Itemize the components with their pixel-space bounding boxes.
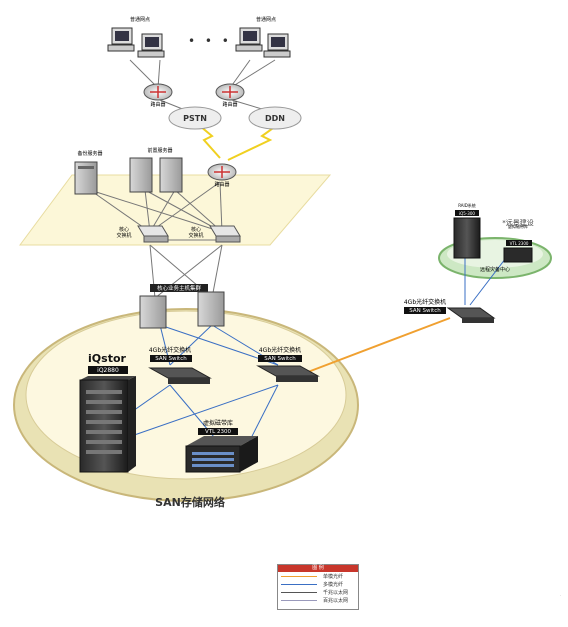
legend-line-swatch <box>281 583 317 585</box>
router-icon <box>215 83 245 101</box>
backup-server-label: 备份服务器 <box>77 150 102 157</box>
fc-switch-left-en: SAN Switch <box>155 356 187 362</box>
iqstor-label: iQstor <box>88 352 126 365</box>
frontend-server-label: 前置服务器 <box>147 147 172 154</box>
remote-fc-switch-cn: 4Gb光纤交换机 <box>404 298 446 306</box>
router-label-center: 路由器 <box>214 181 229 188</box>
backup-server-icon <box>74 161 98 195</box>
vtl-label-en: VTL 2300 <box>205 429 231 435</box>
legend-line-swatch <box>281 591 317 593</box>
vtl-label-cn: 虚拟磁带库 <box>203 419 233 427</box>
remote-raid-icon <box>453 217 481 259</box>
router-icon <box>207 163 237 181</box>
remote-raid-model: iQ5-300 <box>459 211 475 216</box>
ddn-cloud-icon <box>248 106 302 130</box>
client-computers-left <box>107 27 165 58</box>
router-label-right: 路由器 <box>222 101 237 108</box>
legend-item: 百兆以太网 <box>278 596 358 604</box>
core-switch-label-left: 核心交换机 <box>116 226 131 239</box>
ellipsis: • • • <box>188 34 232 48</box>
legend-item-label: 单模光纤 <box>323 573 344 580</box>
ddn-label: DDN <box>265 114 285 123</box>
remote-fc-switch-icon <box>446 307 496 323</box>
legend-item: 千兆以太网 <box>278 588 358 596</box>
connections <box>89 59 513 451</box>
router-label-left: 路由器 <box>150 101 165 108</box>
legend-item: 多模光纤 <box>278 580 358 588</box>
legend-line-swatch <box>281 599 317 601</box>
core-switch-label-right: 核心交换机 <box>188 226 203 239</box>
legend-rows: 单模光纤多模光纤千兆以太网百兆以太网 <box>278 572 358 604</box>
host-server-icon <box>139 291 225 329</box>
pstn-label: PSTN <box>183 114 207 123</box>
router-icon <box>143 83 173 101</box>
client-label-right: 普通网点 <box>256 16 276 23</box>
fc-switch-right-icon <box>256 365 320 382</box>
fc-switch-right-en: SAN Switch <box>264 356 296 362</box>
iqstor-model: iQ2880 <box>97 367 119 374</box>
legend-item-label: 千兆以太网 <box>323 589 349 596</box>
fc-switch-left-cn: 4Gb光纤交换机 <box>149 346 191 354</box>
vtl-tape-library-icon <box>185 436 258 473</box>
remote-fc-switch-en: SAN Switch <box>409 308 441 314</box>
legend: 图 例 单模光纤多模光纤千兆以太网百兆以太网 <box>277 564 359 610</box>
remote-vtl-icon <box>503 247 533 263</box>
remote-plan-label: *远景建设 <box>502 218 534 227</box>
san-network-label: SAN存储网络 <box>155 495 225 509</box>
remote-vtl-label: 虚拟磁带库 <box>508 223 528 229</box>
remote-center-label: 远程灾备中心 <box>480 266 510 273</box>
client-label-left: 普通网点 <box>130 16 150 23</box>
legend-item-label: 多模光纤 <box>323 581 344 588</box>
remote-vtl-model: VTL 2300 <box>510 241 529 246</box>
corner-dot: . <box>560 592 561 597</box>
remote-raid-label: RAID系统 <box>458 202 476 208</box>
host-cluster-label: 核心业务主机集群 <box>157 284 202 292</box>
frontend-server-icon <box>129 157 183 193</box>
client-computers-right <box>235 27 291 58</box>
pstn-cloud-icon <box>168 106 222 130</box>
legend-title: 图 例 <box>278 565 358 572</box>
fc-switch-left-icon <box>148 367 212 384</box>
core-switch-icon <box>209 225 241 243</box>
legend-line-swatch <box>281 575 317 577</box>
legend-item-label: 百兆以太网 <box>323 597 349 604</box>
iqstor-storage-rack-icon <box>79 376 136 473</box>
fc-switch-right-cn: 4Gb光纤交换机 <box>259 346 301 354</box>
core-switch-icon <box>137 225 169 243</box>
legend-item: 单模光纤 <box>278 572 358 580</box>
